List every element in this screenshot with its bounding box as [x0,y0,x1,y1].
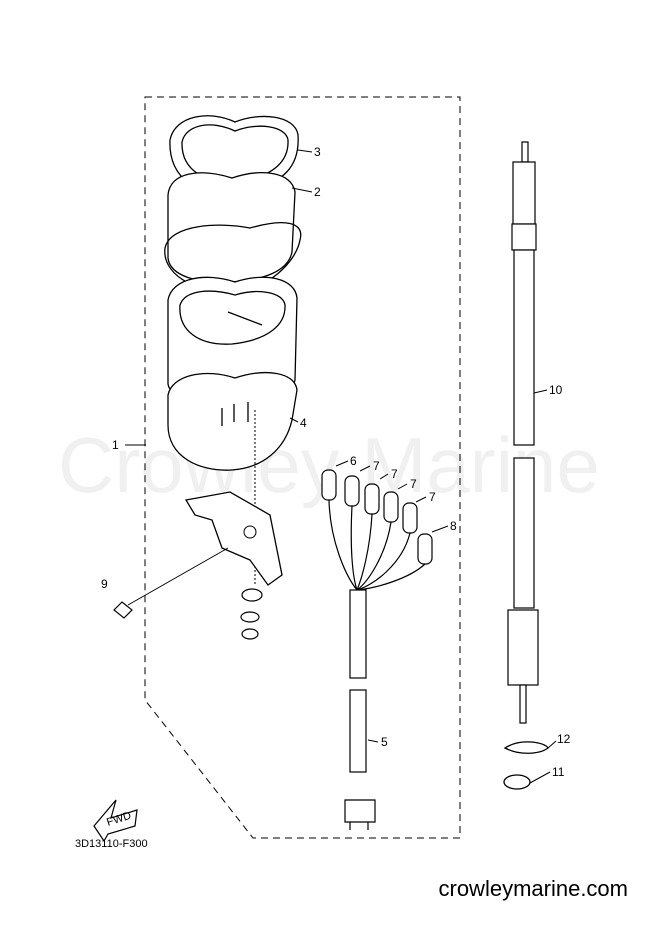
callout-5: 5 [381,735,388,749]
rear-case-studs [221,402,249,426]
harness-lower [349,689,367,773]
part-code: 3D13110-F300 [75,838,148,850]
bulb-7b [364,483,380,515]
grommet-stack [240,588,263,640]
callout-4: 4 [300,416,307,430]
callout-7a: 7 [373,459,380,473]
bulb-8 [417,533,433,565]
meter-face [179,290,286,345]
callout-3: 3 [314,145,321,159]
bulb-7c [383,491,399,523]
leader-lines [125,149,557,784]
callout-10: 10 [549,383,563,397]
callout-7d: 7 [429,490,436,504]
callout-11: 11 [552,765,565,779]
callout-12: 12 [557,732,571,746]
meter-needle [227,311,263,326]
callout-7c: 7 [410,477,417,491]
bulb-7d [402,502,418,534]
connector [344,799,376,830]
bulb-7a [344,475,360,507]
bolt [113,601,133,619]
bolt-leader [127,547,229,606]
bulb-wires [328,499,426,591]
fwd-arrow: FWD [93,799,138,843]
harness-upper [349,589,367,679]
cable-clip [503,741,549,754]
site-url: crowleymarine.com [438,876,629,901]
rear-case [167,372,298,471]
speedometer-cable [507,141,539,724]
assembly-boundary [144,96,461,839]
callout-2: 2 [314,185,321,199]
meter-lead [321,469,433,830]
meter-cover [167,172,296,283]
cable-o-ring [503,774,531,790]
callout-6: 6 [350,454,357,468]
meter-assembly [164,115,302,471]
bracket-hole [243,525,257,539]
callout-8: 8 [450,519,457,533]
callout-9: 9 [101,577,108,591]
bulb-6 [321,469,337,501]
callout-1: 1 [112,438,119,452]
callout-7b: 7 [391,467,398,481]
mounting-bracket [184,491,283,586]
